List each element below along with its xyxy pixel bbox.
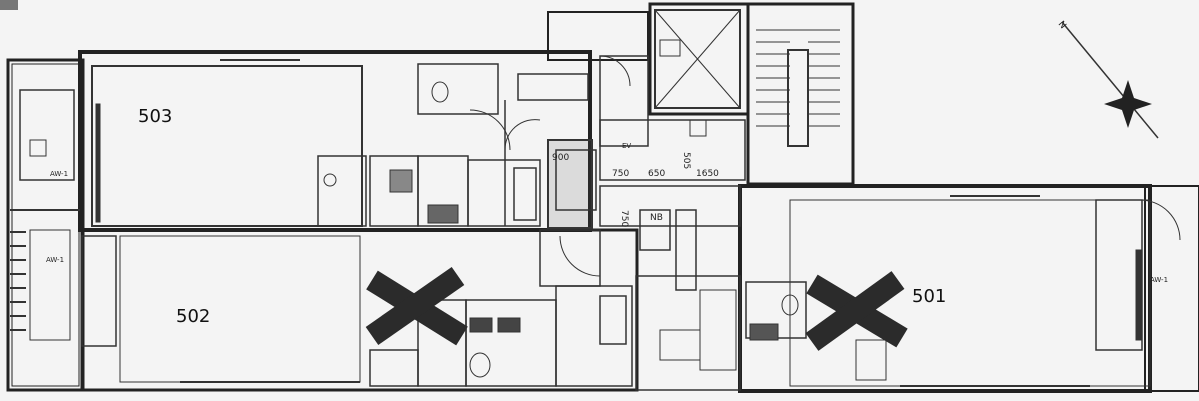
dimension-label: 750 <box>612 169 629 179</box>
unit-label-502: 502 <box>176 306 210 327</box>
dimension-label: 650 <box>648 169 665 179</box>
nb-tag: NB <box>650 213 663 223</box>
cross-mark-501 <box>805 271 908 351</box>
window-tag: AW-1 <box>50 170 68 178</box>
compass-icon: N <box>1056 20 1159 139</box>
left-wing <box>10 89 80 341</box>
dimension-label: 750 <box>619 210 629 227</box>
dimension-label: 900 <box>552 153 569 163</box>
dimension-label: 505 <box>681 152 691 169</box>
dimension-label: 1650 <box>696 169 719 179</box>
unit-502 <box>81 229 633 387</box>
window-tag: AW-1 <box>1150 276 1168 284</box>
cross-mark-502 <box>365 266 468 346</box>
ev-tag: EV <box>622 142 631 150</box>
compass-north-label: N <box>1056 20 1068 32</box>
window-tag: AW-1 <box>46 256 64 264</box>
unit-label-501: 501 <box>912 286 946 307</box>
unit-501 <box>635 195 1181 391</box>
core-area <box>555 9 840 291</box>
tags: AW-1 AW-1 AW-1 NB EV <box>46 142 1168 284</box>
dimension-labels: 900 750 650 1650 505 750 <box>552 152 719 227</box>
unit-label-503: 503 <box>138 106 172 127</box>
